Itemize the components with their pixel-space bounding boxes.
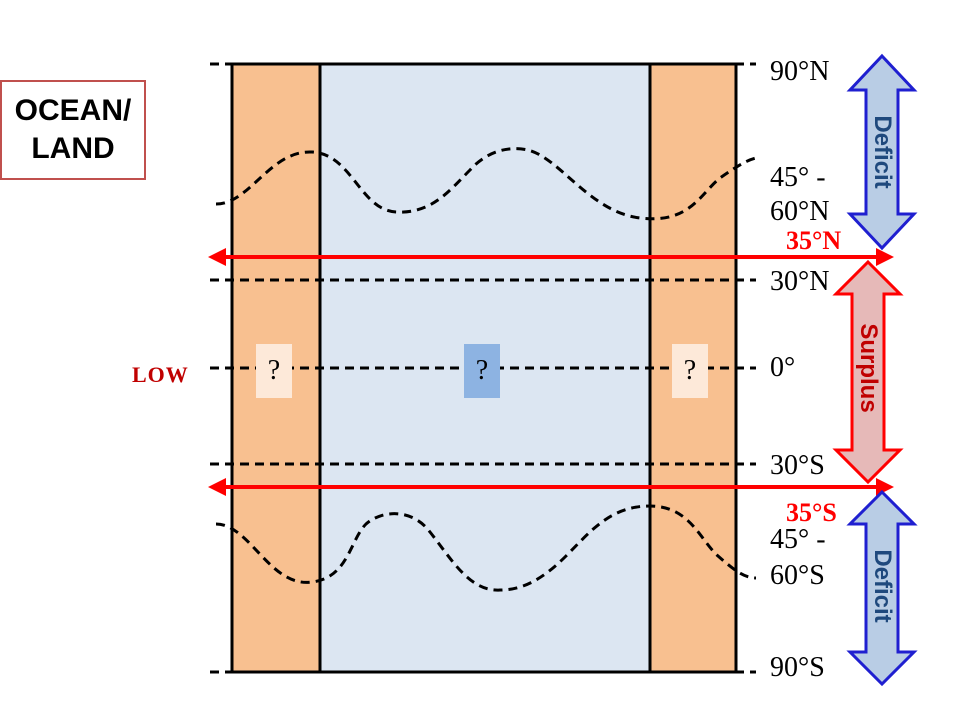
lat-30n: 30°N — [770, 266, 830, 297]
low-pressure-label: LOW — [132, 362, 189, 387]
red-35-lines — [208, 248, 894, 496]
question-box-right-bg — [672, 344, 708, 398]
lat-90n: 90°N — [770, 56, 830, 87]
lat-45s-line2: 60°S — [770, 560, 825, 591]
deficit-label-north: Deficit — [869, 115, 896, 189]
question-box-left-bg — [256, 344, 292, 398]
lat-35s: 35°S — [786, 498, 837, 527]
polar-front-north — [215, 147, 757, 221]
lat-90s: 90°S — [770, 652, 825, 683]
lat-45n-line1: 45° - — [770, 162, 826, 193]
polar-front-south — [215, 504, 757, 592]
question-box-left: ? — [267, 355, 281, 386]
line-35n-left-head — [208, 248, 226, 266]
lat-35n: 35°N — [786, 226, 842, 255]
question-box-right: ? — [683, 355, 697, 386]
deficit-label-south: Deficit — [869, 549, 896, 623]
surplus-arrow — [832, 259, 904, 485]
lat-30s: 30°S — [770, 450, 825, 481]
line-35s-left-head — [208, 478, 226, 496]
question-box-center: ? — [475, 355, 489, 386]
surplus-label: Surplus — [855, 323, 882, 413]
lat-equator: 0° — [770, 352, 796, 383]
ocean-land-label-line2: LAND — [31, 132, 115, 165]
ocean-land-label-line1: OCEAN/ — [14, 94, 132, 127]
lat-45s-line1: 45° - — [770, 524, 826, 555]
latitude-lines — [210, 62, 757, 674]
lat-45n-line2: 60°N — [770, 196, 830, 227]
ocean-land-label: OCEAN/ LAND — [0, 80, 146, 180]
line-35n-right-head — [876, 248, 894, 266]
deficit-arrow-south — [846, 489, 918, 687]
deficit-arrow-north — [846, 53, 918, 251]
question-box-center-bg — [464, 344, 500, 398]
